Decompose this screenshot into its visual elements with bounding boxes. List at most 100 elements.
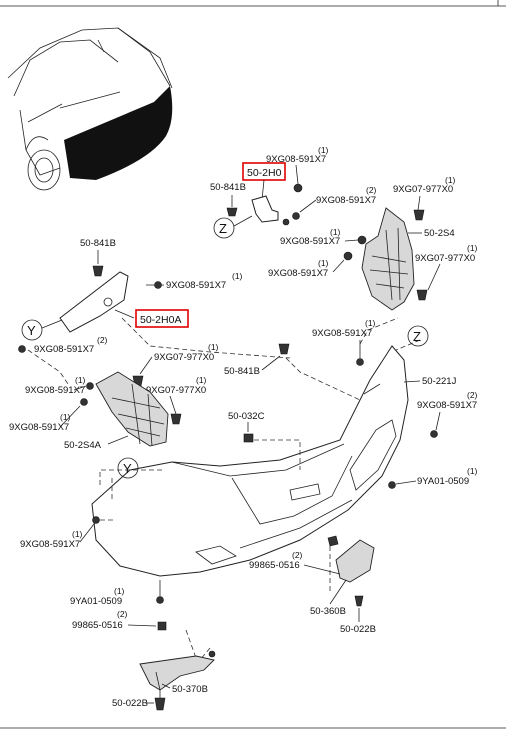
leader-line — [329, 579, 347, 605]
leader-line — [299, 199, 317, 213]
screw-icon — [282, 218, 290, 226]
view-y-marker-2 — [117, 457, 139, 479]
callout-50-2h0a: 50-2H0A — [140, 314, 181, 326]
part-label-9xg07-977x0: 9XG07-977X0 — [393, 184, 453, 195]
screw-icon — [154, 697, 166, 711]
part-label-50-360b: 50-360B — [310, 606, 346, 617]
part-label-9xg08-591x7: 9XG08-591X7 — [9, 422, 69, 433]
screw-icon — [208, 650, 216, 658]
part-label-50-2s4a: 50-2S4A — [64, 440, 102, 451]
qty-label: (1) — [60, 412, 71, 422]
part-label-9ya01-0509: 9YA01-0509 — [70, 596, 122, 607]
qty-label: (1) — [445, 175, 456, 185]
view-y-label: Y — [27, 323, 36, 338]
clip-icon — [157, 621, 167, 631]
part-label-9xg07-977x0: 9XG07-977X0 — [146, 385, 206, 396]
screw-icon — [156, 596, 164, 604]
screw-icon — [92, 516, 100, 524]
part-label-50-841b: 50-841B — [80, 238, 116, 249]
screw-icon — [18, 345, 26, 353]
part-label-9xg07-977x0: 9XG07-977X0 — [415, 253, 475, 264]
part-label-9ya01-0509: 9YA01-0509 — [417, 476, 469, 487]
side-bracket-50-2s4a — [95, 371, 169, 447]
clip-icon — [243, 433, 254, 443]
view-y-label-2: Y — [123, 461, 132, 476]
leader-line — [114, 309, 135, 319]
part-label-50-022b: 50-022B — [112, 698, 148, 709]
leader-line — [344, 239, 359, 242]
clip-icon — [416, 289, 428, 301]
qty-label: (2) — [97, 335, 108, 345]
qty-label: (2) — [366, 185, 377, 195]
qty-label: (1) — [318, 145, 329, 155]
part-label-50-841b: 50-841B — [210, 182, 246, 193]
view-z-label-2: Z — [413, 329, 421, 344]
qty-label: (1) — [72, 529, 83, 539]
view-z-marker — [213, 217, 235, 239]
screw-icon — [343, 251, 353, 261]
rear-bumper-highlight — [64, 86, 173, 180]
part-label-50-032c: 50-032C — [228, 411, 265, 422]
part-label-9xg08-591x7: 9XG08-591X7 — [34, 344, 94, 355]
clip-icon — [278, 343, 290, 355]
leader-line — [41, 319, 63, 329]
part-label-9xg07-977x0: 9XG07-977X0 — [154, 352, 214, 363]
bracket-50-2h0a — [59, 271, 129, 333]
leader-line — [332, 259, 345, 273]
part-label-50-841b: 50-841B — [224, 366, 260, 377]
qty-label: (1) — [75, 375, 86, 385]
qty-label: (1) — [318, 258, 329, 268]
part-label-9xg08-591x7: 9XG08-591X7 — [312, 328, 372, 339]
screw-icon — [80, 398, 88, 406]
part-label-50-022b: 50-022B — [340, 624, 376, 635]
bracket-50-2h0 — [251, 195, 279, 223]
leader-line — [59, 405, 81, 428]
rear-bumper-cover-50-221j — [91, 345, 409, 577]
part-label-9xg08-591x7: 9XG08-591X7 — [20, 539, 80, 550]
leader-line — [435, 411, 441, 431]
leader-line — [427, 263, 441, 291]
qty-label: (1) — [365, 318, 376, 328]
screw-icon — [293, 183, 303, 193]
screw-icon — [357, 235, 367, 245]
part-label-9xg08-591x7: 9XG08-591X7 — [166, 280, 226, 291]
bracket-50-360b — [335, 539, 375, 583]
screw-icon — [292, 212, 300, 220]
part-label-9xg08-591x7: 9XG08-591X7 — [25, 385, 85, 396]
leader-line — [169, 395, 177, 415]
leader-line — [233, 215, 253, 227]
screw-icon — [430, 430, 438, 438]
leader-line — [417, 195, 421, 211]
leader-line — [395, 480, 417, 485]
clip-icon — [92, 265, 104, 277]
part-label-9xg08-591x7: 9XG08-591X7 — [417, 400, 477, 411]
callout-box-50-2h0a — [135, 309, 189, 328]
leader-line — [127, 624, 157, 627]
clip-icon — [413, 209, 425, 221]
leader-line — [261, 355, 281, 371]
leader-line — [107, 435, 129, 445]
leader-line — [139, 356, 153, 375]
qty-label: (2) — [117, 609, 128, 619]
view-y-marker — [21, 319, 43, 341]
view-z-marker-2 — [407, 325, 429, 347]
part-label-50-370b: 50-370B — [172, 684, 208, 695]
clip-icon — [327, 535, 339, 547]
screw-icon — [154, 281, 162, 289]
part-label-9xg08-591x7: 9XG08-591X7 — [268, 268, 328, 279]
leader-line — [73, 385, 87, 391]
leader-line — [79, 523, 95, 543]
screw-icon — [356, 358, 364, 366]
view-z-label: Z — [219, 221, 227, 236]
leader-line — [295, 164, 299, 185]
qty-label: (1) — [196, 375, 207, 385]
part-label-50-221j: 50-221J — [422, 376, 457, 387]
part-label-99865-0516: 99865-0516 — [72, 620, 123, 631]
qty-label: (1) — [232, 271, 243, 281]
leader-line — [403, 380, 421, 383]
callout-50-2h0: 50-2H0 — [247, 167, 282, 179]
screw-icon — [388, 481, 396, 489]
qty-label: (1) — [467, 466, 478, 476]
clip-icon — [170, 413, 182, 425]
leader-line — [161, 683, 171, 689]
